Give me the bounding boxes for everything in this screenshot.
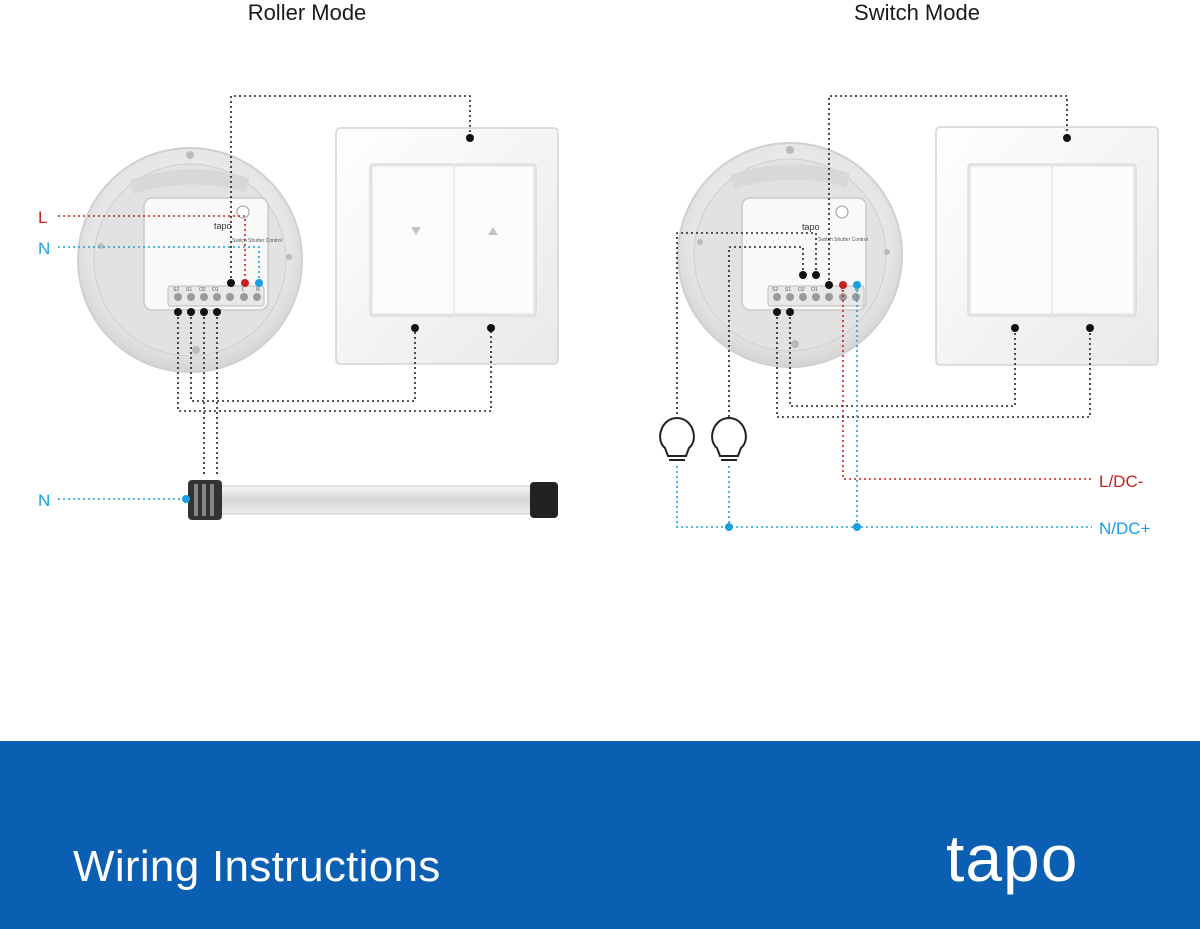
roller-wiring bbox=[58, 95, 495, 503]
roller-terminal-s1: S1 bbox=[186, 287, 192, 293]
motor-neutral-label: N bbox=[38, 491, 50, 510]
roller-motor-tube bbox=[188, 480, 558, 520]
switch-terminal-s1: S1 bbox=[785, 287, 791, 293]
roller-terminal-o2: O2 bbox=[199, 287, 206, 293]
switch-smart-module: tapo Switch Shutter Control S2 S1 O2 O1 … bbox=[741, 197, 868, 311]
roller-live-label: L bbox=[38, 208, 47, 227]
roller-switch-down-rocker bbox=[371, 165, 455, 315]
roller-switch-up-rocker bbox=[453, 165, 535, 315]
light-bulb-icon bbox=[659, 416, 695, 461]
roller-terminal-o1: O1 bbox=[212, 287, 219, 293]
switch-live-dc-label: L/DC- bbox=[1099, 472, 1143, 491]
switch-mode-title: Switch Mode bbox=[854, 0, 980, 25]
footer-title: Wiring Instructions bbox=[73, 842, 441, 891]
footer-banner bbox=[0, 741, 1200, 929]
switch-left-rocker bbox=[969, 165, 1053, 315]
switch-mode-panel: Switch Mode tapo Switch Shutter Control bbox=[659, 0, 1159, 538]
arrow-down-icon bbox=[411, 227, 421, 235]
roller-smart-module: tapo Switch Shutter Control S2 S1 O2 O1 … bbox=[143, 197, 282, 311]
roller-terminal-s2: S2 bbox=[173, 287, 179, 293]
roller-terminal-block bbox=[167, 285, 265, 307]
roller-terminal-n: N bbox=[256, 287, 260, 293]
switch-neutral-dc-label: N/DC+ bbox=[1099, 519, 1151, 538]
switch-module-caption: Switch Shutter Control bbox=[818, 237, 868, 243]
roller-wall-switch bbox=[335, 127, 559, 365]
switch-module-brand: tapo bbox=[802, 222, 820, 232]
switch-terminal-o2: O2 bbox=[798, 287, 805, 293]
arrow-up-icon bbox=[488, 227, 498, 235]
roller-mode-title: Roller Mode bbox=[248, 0, 367, 25]
roller-module-caption: Switch Shutter Control bbox=[232, 238, 282, 244]
switch-wiring bbox=[676, 95, 1094, 531]
switch-terminal-s2: S2 bbox=[772, 287, 778, 293]
roller-mode-panel: Roller Mode tapo Switch Shutter Control bbox=[38, 0, 559, 520]
roller-terminal-l: L bbox=[242, 287, 245, 293]
switch-terminal-o1: O1 bbox=[811, 287, 818, 293]
tapo-logo: tapo bbox=[946, 821, 1079, 895]
roller-neutral-label: N bbox=[38, 239, 50, 258]
switch-right-rocker bbox=[1051, 165, 1135, 315]
roller-module-brand: tapo bbox=[214, 221, 232, 231]
switch-wall-switch bbox=[935, 126, 1159, 366]
light-bulb-icon bbox=[711, 416, 747, 461]
